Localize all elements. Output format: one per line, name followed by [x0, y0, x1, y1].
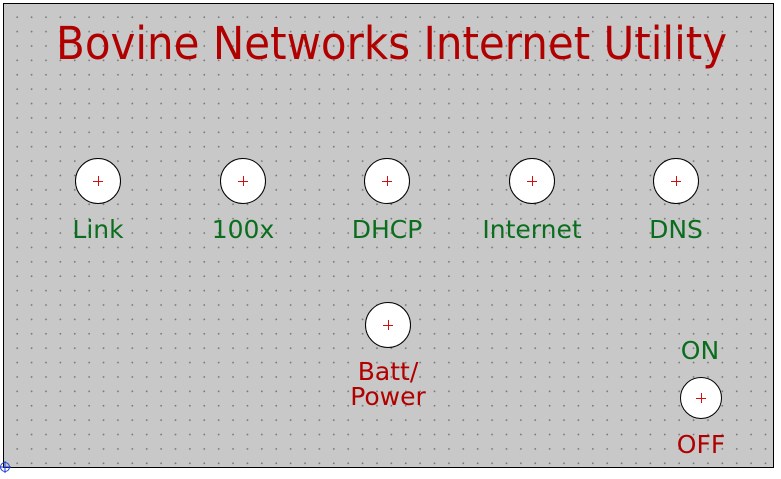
center-crosshair-icon [93, 176, 103, 186]
dhcp-led-hole[interactable] [364, 158, 410, 204]
internet-label: Internet [482, 215, 582, 244]
switch-off-label: OFF [676, 430, 726, 459]
link-led-hole[interactable] [75, 158, 121, 204]
panel-title: Bovine Networks Internet Utility [56, 17, 728, 70]
center-crosshair-icon [238, 176, 248, 186]
100x-label: 100x [211, 215, 275, 244]
center-crosshair-icon [671, 176, 681, 186]
center-crosshair-icon [383, 320, 393, 330]
dhcp-label: DHCP [351, 215, 423, 244]
dns-label: DNS [649, 215, 703, 244]
link-label: Link [72, 215, 124, 244]
internet-led-hole[interactable] [509, 158, 555, 204]
front-panel-board[interactable]: Bovine Networks Internet Utility Link 10… [3, 3, 774, 468]
100x-led-hole[interactable] [220, 158, 266, 204]
power-switch-hole[interactable] [680, 377, 722, 419]
center-crosshair-icon [527, 176, 537, 186]
center-crosshair-icon [696, 393, 706, 403]
switch-on-label: ON [680, 336, 720, 365]
center-crosshair-icon [382, 176, 392, 186]
power-label: Batt/ Power [328, 359, 448, 409]
origin-crosshair-icon [0, 461, 11, 473]
power-label-line2: Power [350, 382, 426, 411]
power-label-line1: Batt/ [357, 357, 419, 386]
power-led-hole[interactable] [365, 302, 411, 348]
dns-led-hole[interactable] [653, 158, 699, 204]
